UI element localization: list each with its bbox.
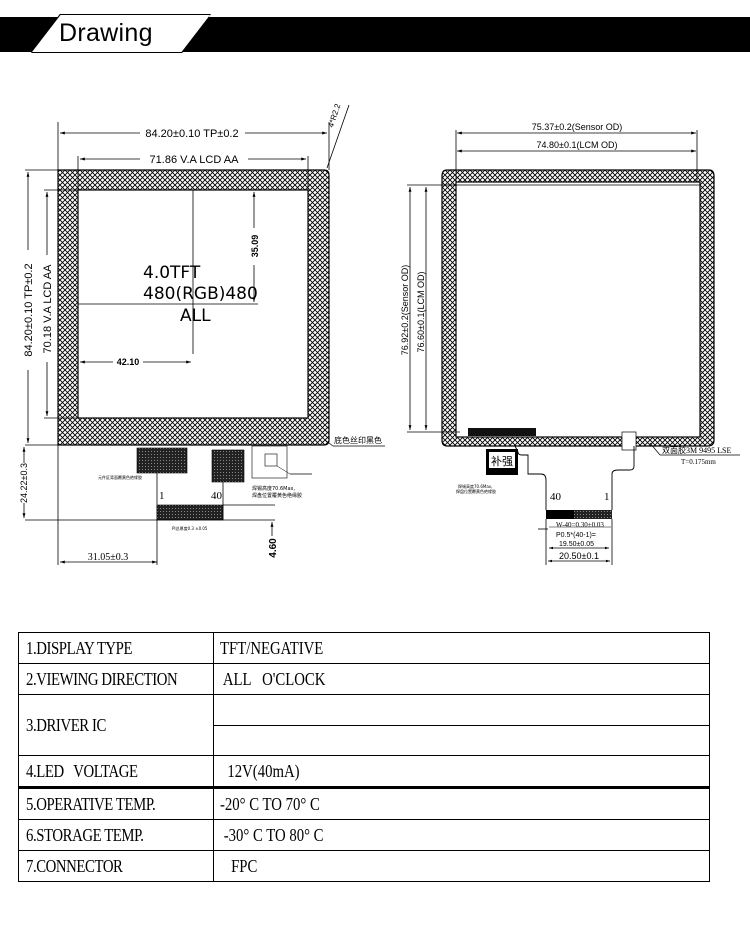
table-row: 7.CONNECTOR FPC	[18, 850, 710, 882]
driver-ic-subrow-2	[214, 726, 709, 755]
spec-label: 6.STORAGE TEMP.	[26, 824, 144, 845]
back-solder-note-2: 焊盘位置覆黄色绝缘胶	[456, 488, 496, 494]
bottom-print-note: 底色丝印黑色	[334, 435, 382, 445]
table-row: 5.OPERATIVE TEMP. -20° C TO 70° C	[18, 786, 710, 820]
spec-value: -20° C TO 70° C	[220, 793, 320, 814]
spec-label: 3.DRIVER IC	[26, 714, 106, 735]
lcm-height-dim: 76.60±0.1(LCM OD)	[416, 272, 426, 353]
back-view: 75.37±0.2(Sensor OD) 74.80±0.1(LCM OD) 7…	[400, 122, 740, 565]
table-row: 3.DRIVER IC	[18, 694, 710, 756]
fpc-gap-dim: 4.60	[268, 538, 279, 558]
spec-value: TFT/NEGATIVE	[220, 637, 324, 658]
spec-value: FPC	[220, 855, 258, 876]
front-outline-height: 84.20±0.10 TP±0.2	[23, 263, 35, 356]
fpc-width-dim: 20.50±0.1	[559, 551, 599, 561]
front-va-width: 71.86 V.A LCD AA	[150, 154, 240, 166]
model-line-1: 4.0TFT	[143, 263, 201, 283]
back-pin-40: 40	[550, 491, 562, 503]
fpc-note-left: 元件区背面覆黄色绝缘胶	[98, 474, 142, 480]
spec-table: 1.DISPLAY TYPE TFT/NEGATIVE 2.VIEWING DI…	[18, 632, 710, 882]
model-line-2: 480(RGB)480	[143, 284, 258, 304]
front-va-height: 70.18 V.A LCD AA	[42, 264, 54, 354]
stiffener-label: 补强	[491, 455, 513, 468]
table-row: 2.VIEWING DIRECTION ALL O'CLOCK	[18, 663, 710, 695]
model-line-3: ALL	[180, 306, 211, 326]
sensor-height-dim: 76.92±0.2(Sensor OD)	[400, 265, 410, 355]
spec-label: 2.VIEWING DIRECTION	[26, 668, 178, 689]
tape-thickness: T=0.175mm	[681, 458, 716, 466]
pin-width-dim: W-40=0.30±0.03	[556, 521, 604, 529]
sensor-width-dim: 75.37±0.2(Sensor OD)	[532, 122, 622, 132]
back-solder-note: 焊锡高度70.6Max,	[458, 483, 492, 489]
driver-ic-subrow-1	[214, 696, 709, 726]
center-y-dim: 35.09	[250, 235, 260, 258]
spec-value: -30° C TO 80° C	[220, 824, 324, 845]
front-pin-1: 1	[159, 490, 165, 502]
page-title: Drawing	[59, 19, 153, 47]
tape-note: 双面胶3M 9495 LSE	[662, 445, 731, 455]
front-outline-width: 84.20±0.10 TP±0.2	[145, 128, 238, 140]
spec-label: 5.OPERATIVE TEMP.	[26, 793, 156, 814]
fpc-note-right-2: 焊盘位置覆黄色绝缘胶	[252, 492, 302, 499]
spec-label: 7.CONNECTOR	[26, 855, 123, 876]
header-tab	[32, 15, 210, 52]
table-row: 1.DISPLAY TYPE TFT/NEGATIVE	[18, 632, 710, 664]
corner-radius-label: 4*R2.2	[326, 102, 342, 129]
spec-value: 12V(40mA)	[220, 760, 300, 781]
table-row: 6.STORAGE TEMP. -30° C TO 80° C	[18, 819, 710, 851]
pitch-line-2: 19.50±0.05	[559, 541, 594, 548]
lcm-width-dim: 74.80±0.1(LCM OD)	[537, 140, 618, 150]
front-pin-40: 40	[211, 490, 223, 502]
spec-value: ALL O'CLOCK	[220, 668, 326, 689]
table-row: 4.LED VOLTAGE 12V(40mA)	[18, 755, 710, 788]
center-x-dim: 42.10	[117, 357, 140, 367]
spec-label: 1.DISPLAY TYPE	[26, 637, 133, 658]
fpc-offset-dim: 31.05±0.3	[88, 552, 129, 563]
fpc-thickness-note: PI总厚度0.3 ±0.05	[172, 525, 208, 531]
technical-drawing: 84.20±0.10 TP±0.2 71.86 V.A LCD AA 4*R2.…	[19, 102, 740, 565]
tail-height-dim: 24.22±0.3	[19, 463, 29, 503]
back-pin-1: 1	[604, 491, 610, 503]
pitch-line-1: P0.5*(40-1)=	[556, 532, 596, 539]
fpc-note-right: 焊锡高度70.6Max,	[252, 485, 295, 492]
front-view: 84.20±0.10 TP±0.2 71.86 V.A LCD AA 4*R2.…	[19, 102, 385, 565]
spec-label: 4.LED VOLTAGE	[26, 760, 138, 781]
